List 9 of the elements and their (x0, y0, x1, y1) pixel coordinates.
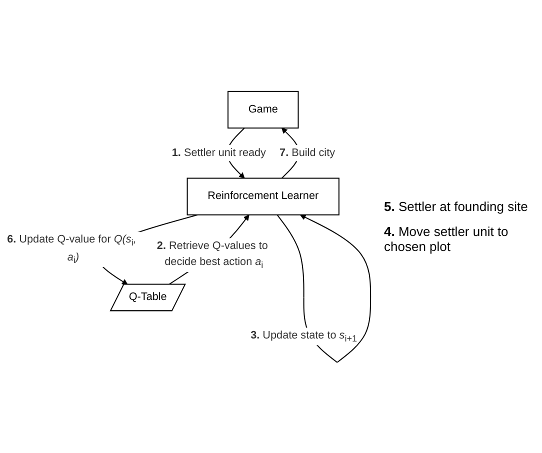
node-box: Reinforcement Learner (186, 177, 340, 215)
node-box: Game (227, 90, 299, 128)
edge-label: 3. Update state to s$_{i+1}$ (250, 329, 358, 343)
edge-label: 7. Build city (280, 146, 336, 158)
edge-label: 2. Retrieve Q-values to decide best action a$_{i}$ (156, 240, 268, 270)
step-note: 5. Settler at founding site (384, 199, 529, 214)
edge-label: 1. Settler unit ready (172, 146, 266, 158)
edge-label: 6. Update Q-value for Q(s$_{i}$, a$_{i}$) (7, 233, 136, 265)
step-note: 4. Move settler unit to chosen plot (384, 224, 510, 254)
